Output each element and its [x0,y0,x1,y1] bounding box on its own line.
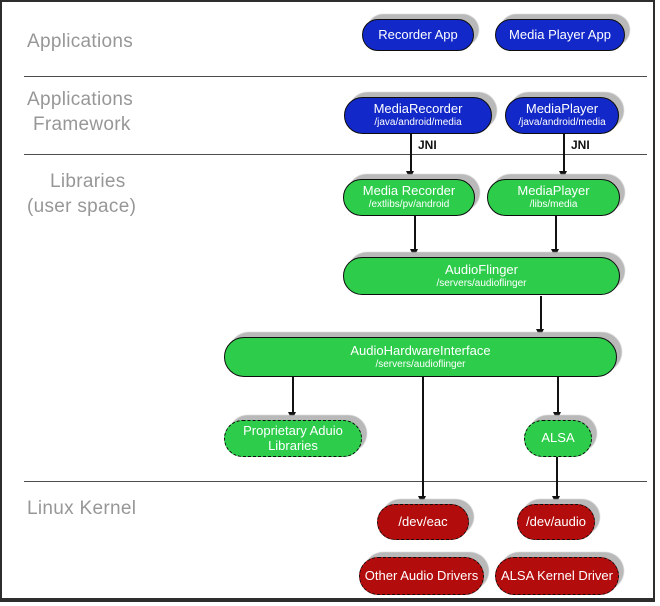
layer-label-applications: Applications [27,29,133,54]
layer-label-linux-kernel: Linux Kernel [27,496,136,521]
arrowhead-icon [536,329,544,337]
layer-label-text: Libraries [50,171,126,192]
node-recorder-app: Recorder App [362,19,474,51]
node-title: Media Player App [509,26,611,42]
node-mediarecorder-framework: MediaRecorder /java/android/media [344,97,492,134]
node-title: ALSA Kernel Driver [501,567,613,583]
jni-connector-line [410,134,412,172]
connector-line [414,216,416,250]
node-proprietary-audio-libraries: Proprietary Aduio Libraries [224,420,362,457]
node-alsa: ALSA [524,420,592,457]
arrowhead-icon [559,171,567,179]
arrowhead-icon [552,496,560,504]
arrowhead-icon [553,412,561,420]
jni-label-left: JNI [418,138,437,152]
layer-label-text: Applications [27,31,134,52]
node-title: AudioFlinger [445,261,518,277]
node-title: Proprietary Aduio [243,422,343,438]
jni-connector-line [563,134,565,172]
node-path: /extlibs/pv/android [368,199,450,211]
node-path: /java/android/media [518,117,606,129]
node-title: AudioHardwareInterface [350,342,491,358]
layer-label-text: Framework [33,114,131,135]
arrowhead-icon [551,249,559,257]
connector-line [556,457,558,497]
node-path: /libs/media [529,199,578,211]
node-title: Recorder App [378,26,458,42]
node-dev-audio: /dev/audio [517,504,595,540]
connector-line [292,377,294,413]
node-path: /servers/audioflinger [375,358,466,370]
connector-line [557,377,559,413]
node-title: MediaRecorder [373,101,463,117]
layer-label-text: Applications [27,89,134,110]
arrowhead-icon [288,412,296,420]
node-mediaplayer-lib: MediaPlayer /libs/media [487,179,620,216]
node-title: MediaPlayer [517,183,590,199]
layer-label-text: (user space) [27,196,137,217]
jni-label-right: JNI [571,138,590,152]
node-media-recorder-lib: Media Recorder /extlibs/pv/android [343,179,475,216]
divider-framework-libraries [24,154,647,155]
node-mediaplayer-framework: MediaPlayer /java/android/media [505,97,619,134]
node-title: Other Audio Drivers [364,567,479,583]
node-other-audio-drivers: Other Audio Drivers [359,557,484,595]
layer-label-applications-framework: Applications Framework [27,87,133,137]
connector-line [422,377,424,497]
node-title: Libraries [268,437,318,453]
node-title: /dev/audio [526,513,586,529]
node-dev-eac: /dev/eac [377,504,469,540]
connector-line [540,296,542,330]
layer-label-text: Linux Kernel [27,498,137,519]
node-title: MediaPlayer [525,101,599,117]
layer-label-libraries: Libraries (user space) [27,169,136,219]
node-path: /java/android/media [374,117,462,129]
node-audioflinger: AudioFlinger /servers/audioflinger [343,257,620,295]
arrowhead-icon [418,496,426,504]
node-media-player-app: Media Player App [495,19,625,51]
divider-applications-framework [24,76,647,77]
node-title: Media Recorder [362,183,456,199]
arrowhead-icon [406,171,414,179]
node-alsa-kernel-driver: ALSA Kernel Driver [495,557,619,595]
node-path: /servers/audioflinger [436,277,527,289]
connector-line [555,216,557,250]
node-audiohardwareinterface: AudioHardwareInterface /servers/audiofli… [224,337,617,377]
node-title: ALSA [541,430,575,446]
arrowhead-icon [410,249,418,257]
node-title: /dev/eac [398,513,448,529]
divider-libraries-kernel [24,481,647,482]
